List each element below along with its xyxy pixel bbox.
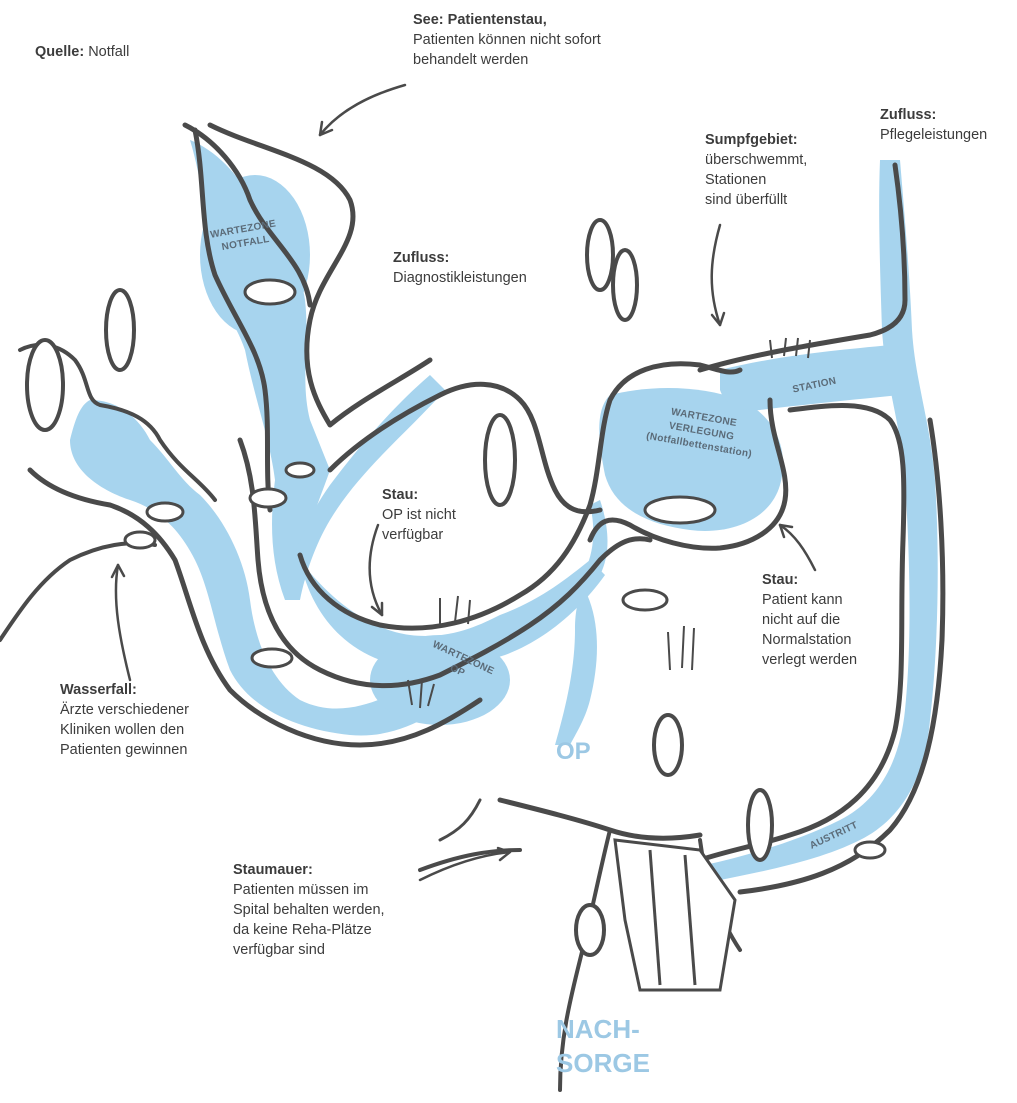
stau-verlegung-line-3: Normalstation [762,630,857,650]
stau-verlegung-line-4: verlegt werden [762,650,857,670]
arrow-see [320,85,405,135]
sumpf-heading: Sumpfgebiet: [705,130,807,150]
zufluss-diagnostik-line-1: Diagnostikleistungen [393,268,527,288]
stau-op-line-2: verfügbar [382,525,456,545]
staumauer-line-2: Spital behalten werden, [233,900,385,920]
nachsorge-line-2: SORGE [556,1046,650,1080]
see-line-1: Patienten können nicht sofort [413,30,601,50]
arrow-stau-op [370,525,382,615]
zufluss-pflege-heading: Zufluss: [880,105,987,125]
sumpf-line-3: sind überfüllt [705,190,807,210]
nachsorge-line-1: NACH- [556,1012,650,1046]
nachsorge-label: NACH- SORGE [556,1012,650,1080]
annotation-stau-op: Stau: OP ist nicht verfügbar [382,485,456,545]
wasserfall-heading: Wasserfall: [60,680,189,700]
staumauer-line-4: verfügbar sind [233,940,385,960]
quelle-text: Notfall [88,44,129,60]
stau-verlegung-heading: Stau: [762,570,857,590]
arrow-sumpf [712,225,720,325]
zufluss-diagnostik-heading: Zufluss: [393,248,527,268]
quelle-heading: Quelle: [35,44,84,60]
see-line-2: behandelt werden [413,50,601,70]
wasserfall-line-2: Kliniken wollen den [60,720,189,740]
op-outlet-label: OP [556,738,591,766]
arrow-stau-verlegung [780,525,815,570]
stau-verlegung-line-1: Patient kann [762,590,857,610]
sumpf-line-1: überschwemmt, [705,150,807,170]
staumauer-line-1: Patienten müssen im [233,880,385,900]
staumauer-heading: Staumauer: [233,860,385,880]
annotation-quelle: Quelle: Notfall [35,42,129,62]
annotation-staumauer: Staumauer: Patienten müssen im Spital be… [233,860,385,960]
annotation-sumpfgebiet: Sumpfgebiet: überschwemmt, Stationen sin… [705,130,807,210]
annotation-zufluss-diagnostik: Zufluss: Diagnostikleistungen [393,248,527,288]
annotation-zufluss-pflege: Zufluss: Pflegeleistungen [880,105,987,145]
annotation-see: See: Patientenstau, Patienten können nic… [413,10,601,70]
stau-verlegung-line-2: nicht auf die [762,610,857,630]
arrow-wasserfall [116,565,130,680]
annotation-wasserfall: Wasserfall: Ärzte verschiedener Kliniken… [60,680,189,760]
staumauer-line-3: da keine Reha-Plätze [233,920,385,940]
sumpf-line-2: Stationen [705,170,807,190]
stau-op-heading: Stau: [382,485,456,505]
wasserfall-line-3: Patienten gewinnen [60,740,189,760]
stau-op-line-1: OP ist nicht [382,505,456,525]
zufluss-pflege-line-1: Pflegeleistungen [880,125,987,145]
see-heading: See: Patientenstau, [413,10,601,30]
annotation-stau-verlegung: Stau: Patient kann nicht auf die Normals… [762,570,857,670]
wasserfall-line-1: Ärzte verschiedener [60,700,189,720]
